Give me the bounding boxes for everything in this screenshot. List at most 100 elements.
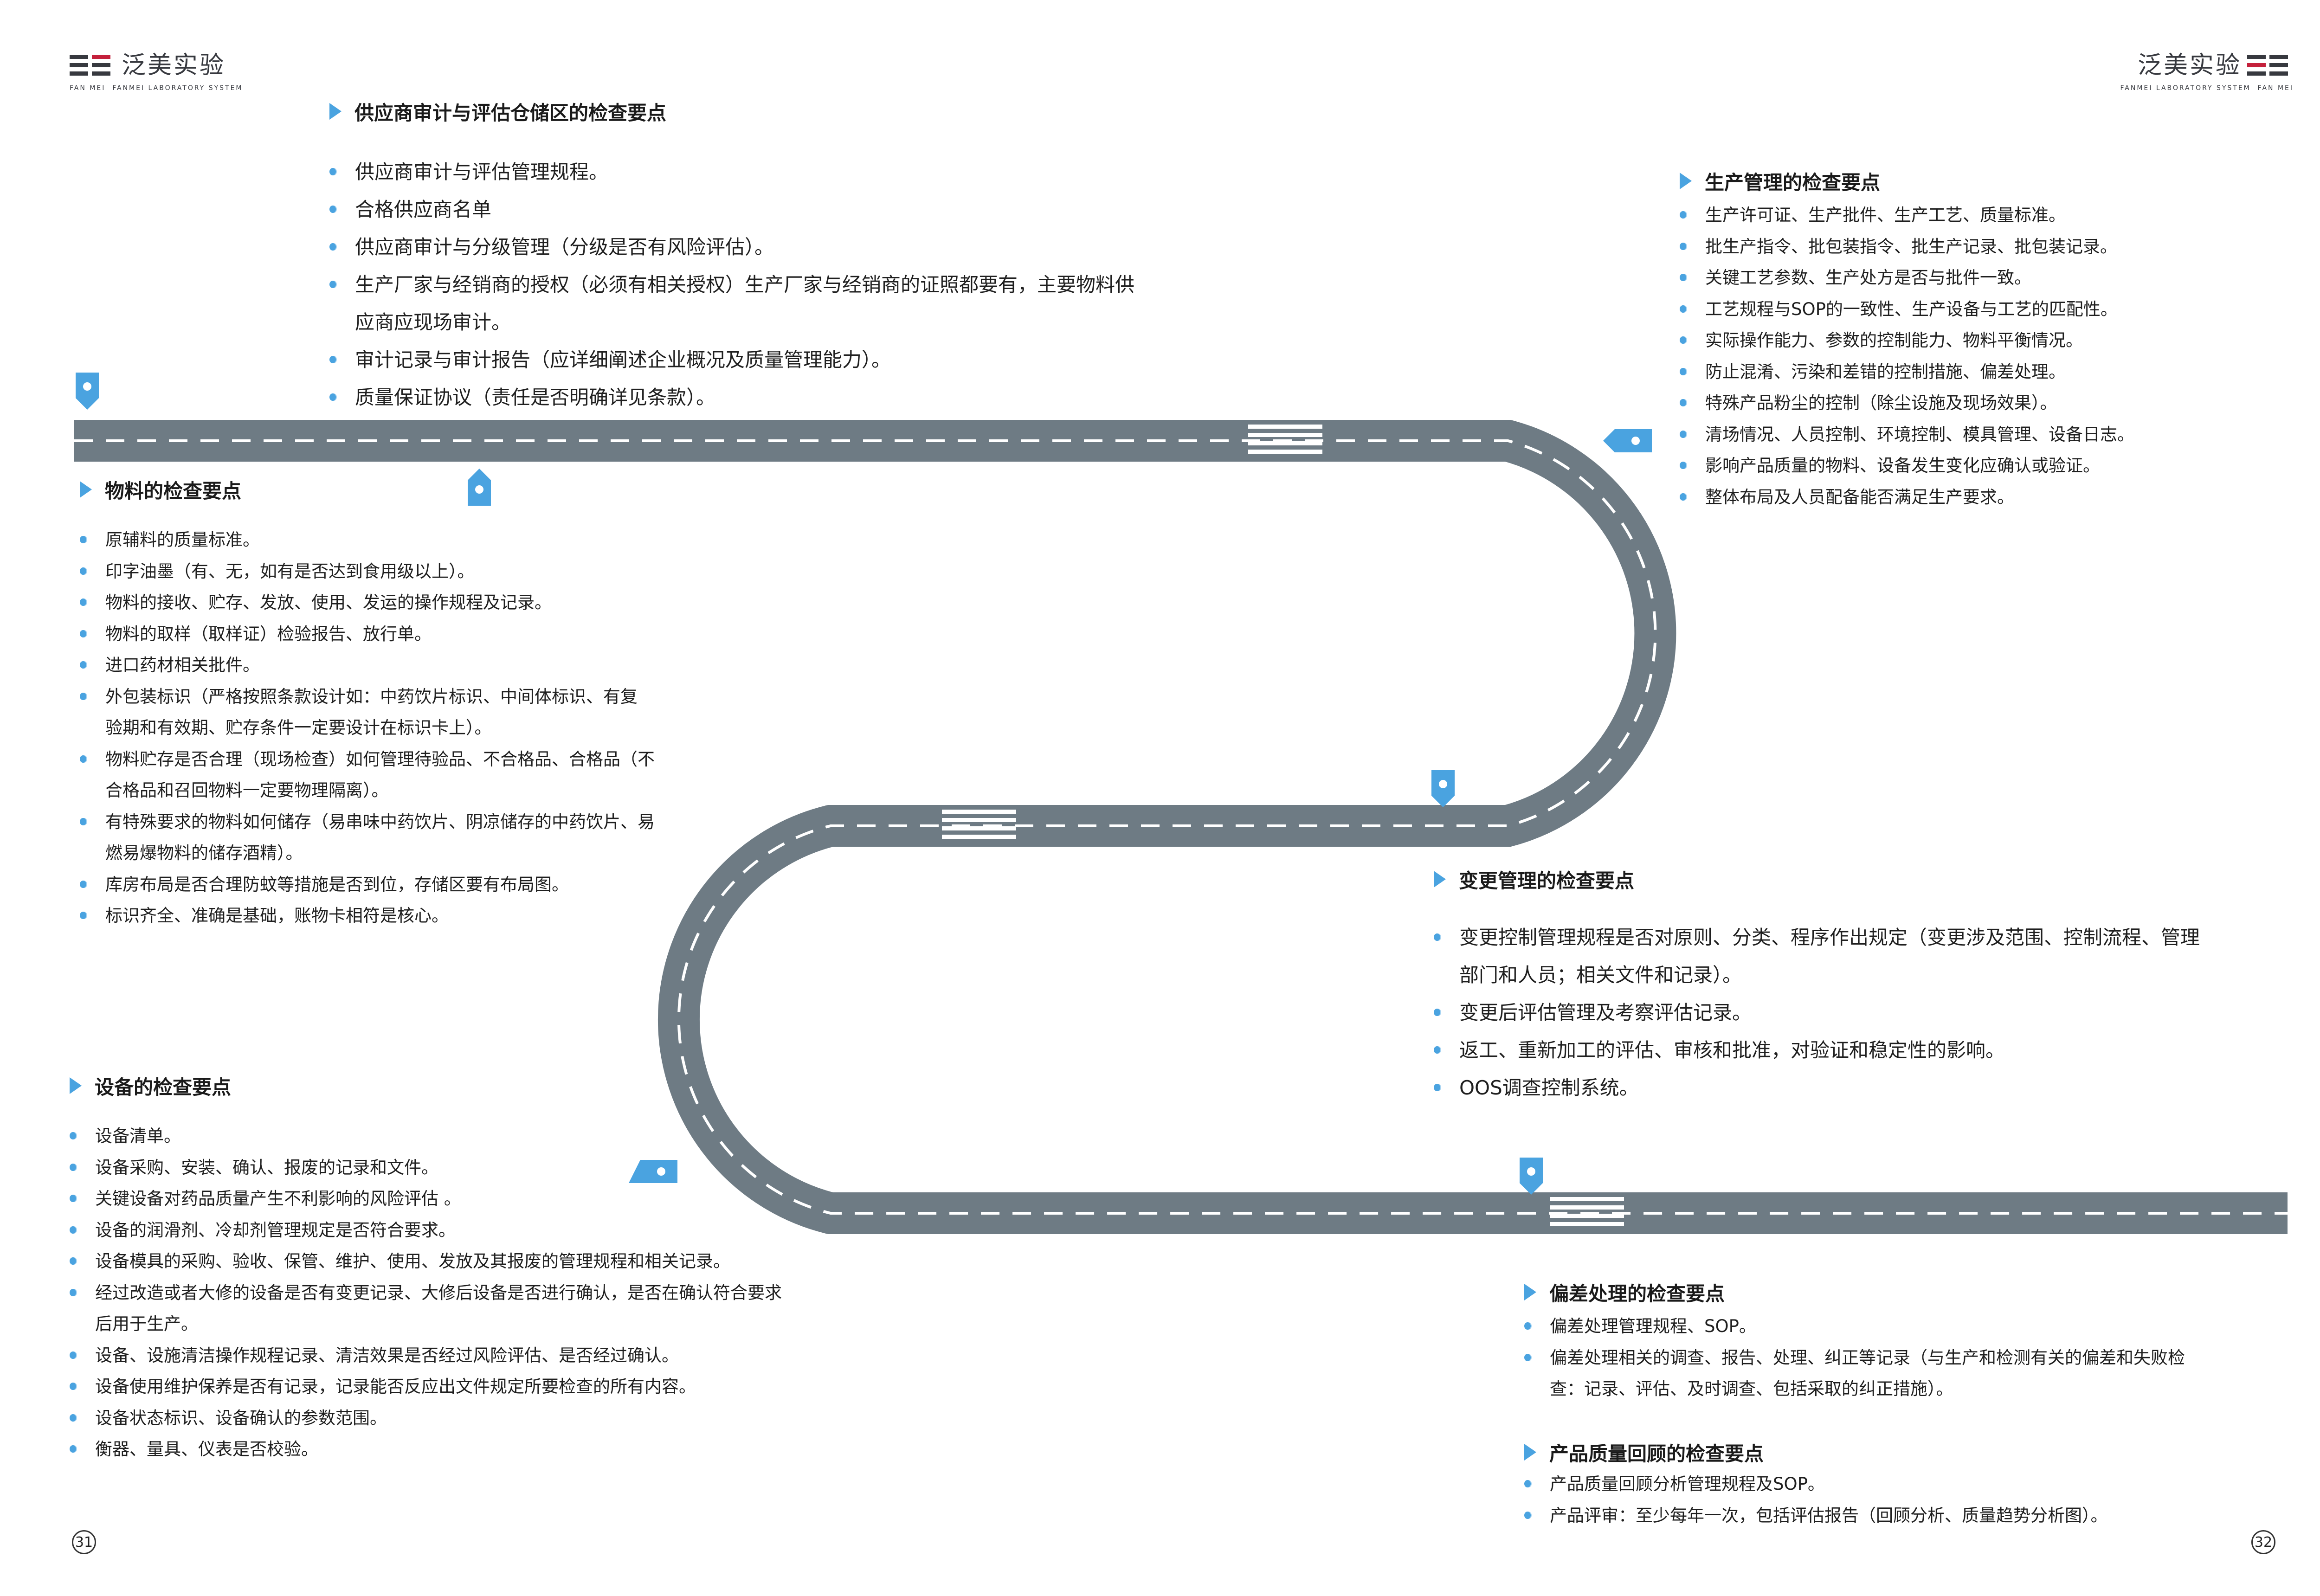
brand-name: 泛美实验 <box>2137 51 2242 79</box>
list-item: 生产许可证、生产批件、生产工艺、质量标准。 <box>1680 200 2134 231</box>
list-item: 审计记录与审计报告（应详细阐述企业概况及质量管理能力）。 <box>329 341 1134 379</box>
triangle-bullet-icon <box>1524 1284 1536 1300</box>
bullet-dot-icon <box>80 567 86 575</box>
triangle-bullet-icon <box>1524 1444 1536 1461</box>
list-item: 后用于生产。 <box>95 1314 198 1334</box>
list-item: 查：记录、评估、及时调查、包括采取的纠正措施）。 <box>1550 1379 1953 1399</box>
map-marker-icon <box>76 373 99 410</box>
list-item: 设备清单。 <box>70 1120 782 1152</box>
bullet-dot-icon <box>70 1226 76 1234</box>
crosswalk <box>942 810 1016 839</box>
page-number-left: 31 <box>72 1530 96 1554</box>
bullet-dot-icon <box>80 661 86 669</box>
brand-logo-right: 泛美实验 FANMEI LABORATORY SYSTEM FAN MEI <box>2120 51 2294 92</box>
bullet-dot-icon <box>329 168 336 175</box>
bullet-dot-icon <box>1680 462 1686 469</box>
map-marker-icon <box>629 1160 677 1183</box>
list-item: 返工、重新加工的评估、审核和批准，对验证和稳定性的影响。 <box>1434 1031 2200 1069</box>
section-production: 生产管理的检查要点 生产许可证、生产批件、生产工艺、质量标准。批生产指令、批包装… <box>1680 167 2134 513</box>
bullet-dot-icon <box>70 1257 76 1265</box>
section-title: 变更管理的检查要点 <box>1434 865 2200 893</box>
triangle-bullet-icon <box>1680 173 1692 189</box>
list-item: 库房布局是否合理防蚊等措施是否到位，存储区要有布局图。 <box>80 869 655 901</box>
list-item: 质量保证协议（责任是否明确详见条款）。 <box>329 379 1134 416</box>
list-item: 经过改造或者大修的设备是否有变更记录、大修后设备是否进行确认，是否在确认符合要求 <box>70 1277 782 1309</box>
section-title: 物料的检查要点 <box>80 476 655 503</box>
list-item: 标识齐全、准确是基础，账物卡相符是核心。 <box>80 900 655 932</box>
list-item: 产品质量回顾分析管理规程及SOP。 <box>1524 1468 2108 1500</box>
bullet-dot-icon <box>70 1288 76 1296</box>
bullet-dot-icon <box>70 1132 76 1139</box>
section-title: 偏差处理的检查要点 <box>1524 1278 2185 1306</box>
list-item: 设备模具的采购、验收、保管、维护、使用、发放及其报废的管理规程和相关记录。 <box>70 1246 782 1277</box>
bullet-dot-icon <box>70 1163 76 1171</box>
bullet-dot-icon <box>1434 1084 1440 1091</box>
bullet-dot-icon <box>1434 933 1440 941</box>
list-item: 验期和有效期、贮存条件一定要设计在标识卡上）。 <box>105 718 492 738</box>
list-item: 合格品和召回物料一定要物理隔离）。 <box>105 780 389 800</box>
bullet-dot-icon <box>1680 274 1686 281</box>
list-item: 产品评审：至少每年一次，包括评估报告（回顾分析、质量趋势分析图）。 <box>1524 1500 2108 1532</box>
list-item: 特殊产品粉尘的控制（除尘设施及现场效果）。 <box>1680 387 2134 419</box>
triangle-bullet-icon <box>70 1077 82 1094</box>
list-item: 清场情况、人员控制、环境控制、模具管理、设备日志。 <box>1680 419 2134 450</box>
bullet-dot-icon <box>1524 1511 1531 1519</box>
list-item: 原辅料的质量标准。 <box>80 524 655 556</box>
list-item: 实际操作能力、参数的控制能力、物料平衡情况。 <box>1680 325 2134 356</box>
list-item: 生产厂家与经销商的授权（必须有相关授权）生产厂家与经销商的证照都要有，主要物料供 <box>329 266 1134 303</box>
section-product-review: 产品质量回顾的检查要点 产品质量回顾分析管理规程及SOP。产品评审：至少每年一次… <box>1524 1438 2108 1531</box>
bullet-dot-icon <box>70 1445 76 1453</box>
list-item: 衡器、量具、仪表是否校验。 <box>70 1434 782 1465</box>
map-marker-icon <box>468 469 491 506</box>
list-item: 防止混淆、污染和差错的控制措施、偏差处理。 <box>1680 356 2134 388</box>
bullet-dot-icon <box>1524 1322 1531 1330</box>
bullet-dot-icon <box>329 356 336 363</box>
list-item: 有特殊要求的物料如何储存（易串味中药饮片、阴凉储存的中药饮片、易 <box>80 806 655 838</box>
list-item: 偏差处理管理规程、SOP。 <box>1524 1311 2185 1342</box>
bullet-dot-icon <box>70 1351 76 1359</box>
crosswalk <box>1248 425 1322 454</box>
bullet-dot-icon <box>1680 305 1686 313</box>
bullet-dot-icon <box>329 206 336 213</box>
bullet-dot-icon <box>80 630 86 637</box>
bullet-dot-icon <box>80 755 86 763</box>
bullet-dot-icon <box>1680 242 1686 250</box>
triangle-bullet-icon <box>1434 871 1446 888</box>
page-number-right: 32 <box>2251 1530 2275 1554</box>
section-title: 设备的检查要点 <box>70 1072 782 1100</box>
section-equipment: 设备的检查要点 设备清单。设备采购、安装、确认、报废的记录和文件。关键设备对药品… <box>70 1072 782 1465</box>
list-item: 供应商审计与评估管理规程。 <box>329 153 1134 191</box>
list-item: 应商应现场审计。 <box>355 311 511 334</box>
triangle-bullet-icon <box>329 103 342 120</box>
map-marker-icon <box>1603 429 1652 452</box>
list-item: 设备、设施清洁操作规程记录、清洁效果是否经过风险评估、是否经过确认。 <box>70 1340 782 1371</box>
brand-subtitle: FANMEI LABORATORY SYSTEM FAN MEI <box>2120 84 2294 92</box>
bullet-dot-icon <box>80 598 86 606</box>
bullet-dot-icon <box>1680 367 1686 375</box>
brand-logo-left: 泛美实验 FAN MEI FANMEI LABORATORY SYSTEM <box>70 51 241 92</box>
list-item: 整体布局及人员配备能否满足生产要求。 <box>1680 482 2134 513</box>
section-title: 产品质量回顾的检查要点 <box>1524 1438 2108 1466</box>
brand-subtitle: FAN MEI FANMEI LABORATORY SYSTEM <box>70 84 243 92</box>
list-item: 批生产指令、批包装指令、批生产记录、批包装记录。 <box>1680 231 2134 263</box>
bullet-dot-icon <box>70 1383 76 1390</box>
section-supplier-audit: 供应商审计与评估仓储区的检查要点 供应商审计与评估管理规程。合格供应商名单供应商… <box>329 97 1134 416</box>
bullet-dot-icon <box>1680 399 1686 406</box>
list-item: 变更控制管理规程是否对原则、分类、程序作出规定（变更涉及范围、控制流程、管理 <box>1434 919 2200 956</box>
bullet-dot-icon <box>80 912 86 919</box>
bullet-dot-icon <box>329 393 336 401</box>
bullet-dot-icon <box>70 1195 76 1202</box>
list-item: 设备状态标识、设备确认的参数范围。 <box>70 1403 782 1434</box>
bullet-dot-icon <box>329 281 336 288</box>
list-item: 物料贮存是否合理（现场检查）如何管理待验品、不合格品、合格品（不 <box>80 744 655 775</box>
list-item: 物料的取样（取样证）检验报告、放行单。 <box>80 618 655 650</box>
bullet-dot-icon <box>80 692 86 700</box>
bullet-dot-icon <box>1524 1353 1531 1361</box>
bullet-dot-icon <box>1680 493 1686 501</box>
section-deviation: 偏差处理的检查要点 偏差处理管理规程、SOP。偏差处理相关的调查、报告、处理、纠… <box>1524 1278 2185 1405</box>
list-item: 变更后评估管理及考察评估记录。 <box>1434 994 2200 1031</box>
list-item: 外包装标识（严格按照条款设计如：中药饮片标识、中间体标识、有复 <box>80 681 655 713</box>
bullet-dot-icon <box>80 880 86 888</box>
triangle-bullet-icon <box>80 481 92 498</box>
